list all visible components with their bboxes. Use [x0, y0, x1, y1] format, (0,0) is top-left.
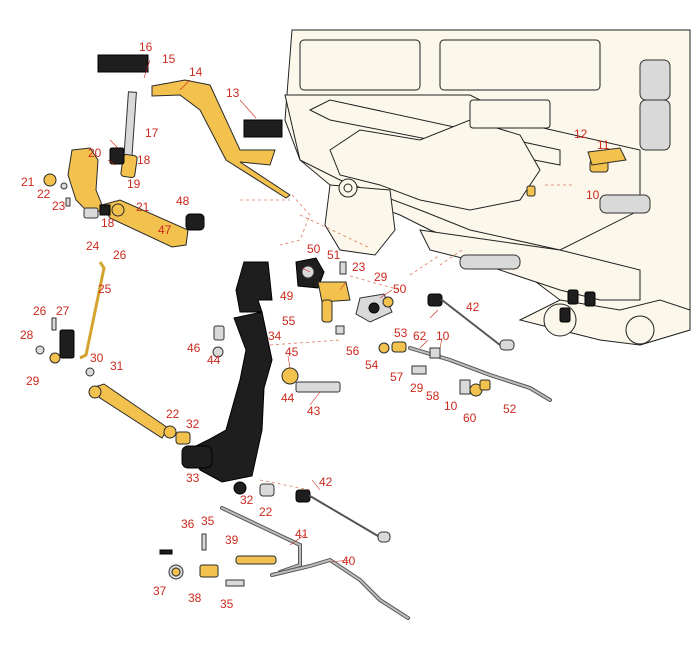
callout-label: 44 [207, 353, 221, 367]
callout-label: 13 [226, 86, 240, 100]
callout-label: 26 [33, 304, 47, 318]
callout-label: 41 [295, 527, 309, 541]
callout-label: 10 [436, 329, 450, 343]
callout-label: 26 [113, 248, 127, 262]
callout-label: 33 [186, 471, 200, 485]
callout-label: 40 [342, 554, 356, 568]
callout-label: 21 [136, 200, 150, 214]
callout-label: 36 [181, 517, 195, 531]
callout-label: 32 [240, 493, 254, 507]
callout-label: 16 [139, 40, 153, 54]
callout-label: 27 [56, 304, 70, 318]
callout-label: 31 [110, 359, 124, 373]
callout-label: 15 [162, 52, 176, 66]
callout-label: 23 [352, 260, 366, 274]
callout-label: 62 [413, 329, 427, 343]
callout-label: 18 [101, 216, 115, 230]
callout-label: 23 [52, 199, 66, 213]
callout-label: 12 [574, 127, 588, 141]
callout-label: 14 [189, 65, 203, 79]
callout-label: 19 [127, 177, 141, 191]
callout-label: 29 [374, 270, 388, 284]
callout-label: 35 [201, 514, 215, 528]
callout-label: 53 [394, 326, 408, 340]
callout-label: 45 [285, 345, 299, 359]
callout-label: 32 [186, 417, 200, 431]
callout-label: 47 [158, 223, 172, 237]
callout-label: 11 [597, 138, 610, 152]
callout-label: 46 [187, 341, 201, 355]
cable-assembly [159, 293, 552, 620]
callout-label: 34 [268, 329, 282, 343]
callout-label: 60 [463, 411, 477, 425]
callout-label: 52 [503, 402, 517, 416]
callout-label: 51 [327, 248, 341, 262]
callout-label: 29 [26, 374, 40, 388]
callout-label: 18 [137, 153, 151, 167]
mower-frame-assembly [284, 29, 691, 346]
callout-label: 28 [20, 328, 34, 342]
callout-label: 20 [88, 146, 102, 160]
callout-label: 39 [225, 533, 239, 547]
callout-label: 29 [410, 381, 424, 395]
callout-label: 54 [365, 358, 379, 372]
callout-label: 24 [86, 239, 100, 253]
callout-label: 38 [188, 591, 202, 605]
callout-label: 42 [319, 475, 333, 489]
callout-label: 21 [21, 175, 35, 189]
callout-label: 48 [176, 194, 190, 208]
callout-label: 37 [153, 584, 167, 598]
callout-label: 17 [145, 126, 159, 140]
callout-label: 44 [281, 391, 295, 405]
callout-label: 35 [220, 597, 234, 611]
brake-pedal-assembly [43, 54, 291, 248]
callout-label: 57 [390, 370, 404, 384]
linkage-rod-assembly [35, 261, 191, 445]
callout-label: 10 [586, 188, 600, 202]
callout-label: 43 [307, 404, 321, 418]
callout-label: 22 [259, 505, 273, 519]
callout-label: 10 [444, 399, 458, 413]
callout-leaders [107, 59, 443, 563]
callout-label: 22 [166, 407, 180, 421]
callout-label: 30 [90, 351, 104, 365]
callout-label: 50 [393, 282, 407, 296]
alignment-lines [240, 184, 575, 491]
callout-label: 49 [280, 289, 294, 303]
callout-label: 56 [346, 344, 360, 358]
callout-label: 50 [307, 242, 321, 256]
callout-label: 42 [466, 300, 480, 314]
callout-labels: 16 15 14 13 17 18 19 20 21 22 23 21 47 4… [20, 40, 610, 611]
callout-label: 58 [426, 389, 440, 403]
callout-label: 22 [37, 187, 51, 201]
callout-label: 25 [98, 282, 112, 296]
callout-label: 55 [282, 314, 296, 328]
